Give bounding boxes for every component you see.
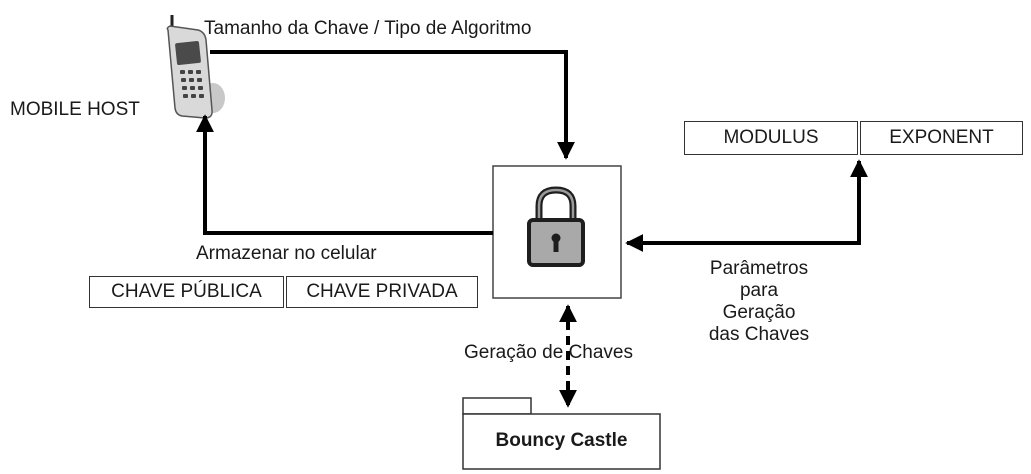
params-label: Parâmetros para Geração das Chaves (686, 258, 832, 346)
arrow-params[interactable] (625, 159, 868, 252)
arrow-lock-to-phone (196, 114, 493, 235)
arrow-phone-to-lock (210, 50, 575, 160)
params-line-3: Geração (722, 302, 796, 323)
keygen-label: Geração de Chaves (464, 342, 633, 363)
bouncy-castle-folder (462, 397, 661, 470)
store-label: Armazenar no celular (196, 243, 377, 264)
exponent-box: EXPONENT (860, 121, 1023, 155)
public-key-box: CHAVE PÚBLICA (89, 276, 284, 308)
top-label: Tamanho da Chave / Tipo de Algoritmo (204, 18, 532, 39)
mobile-phone-icon (166, 15, 225, 119)
params-line-4: das Chaves (708, 324, 810, 345)
padlock-icon (527, 186, 585, 267)
modulus-box: MODULUS (684, 121, 858, 155)
private-key-box: CHAVE PRIVADA (286, 276, 478, 308)
params-line-2: para (739, 280, 779, 301)
bouncy-castle-label: Bouncy Castle (495, 430, 628, 451)
mobile-host-label: MOBILE HOST (10, 99, 140, 120)
params-line-1: Parâmetros (709, 258, 809, 279)
